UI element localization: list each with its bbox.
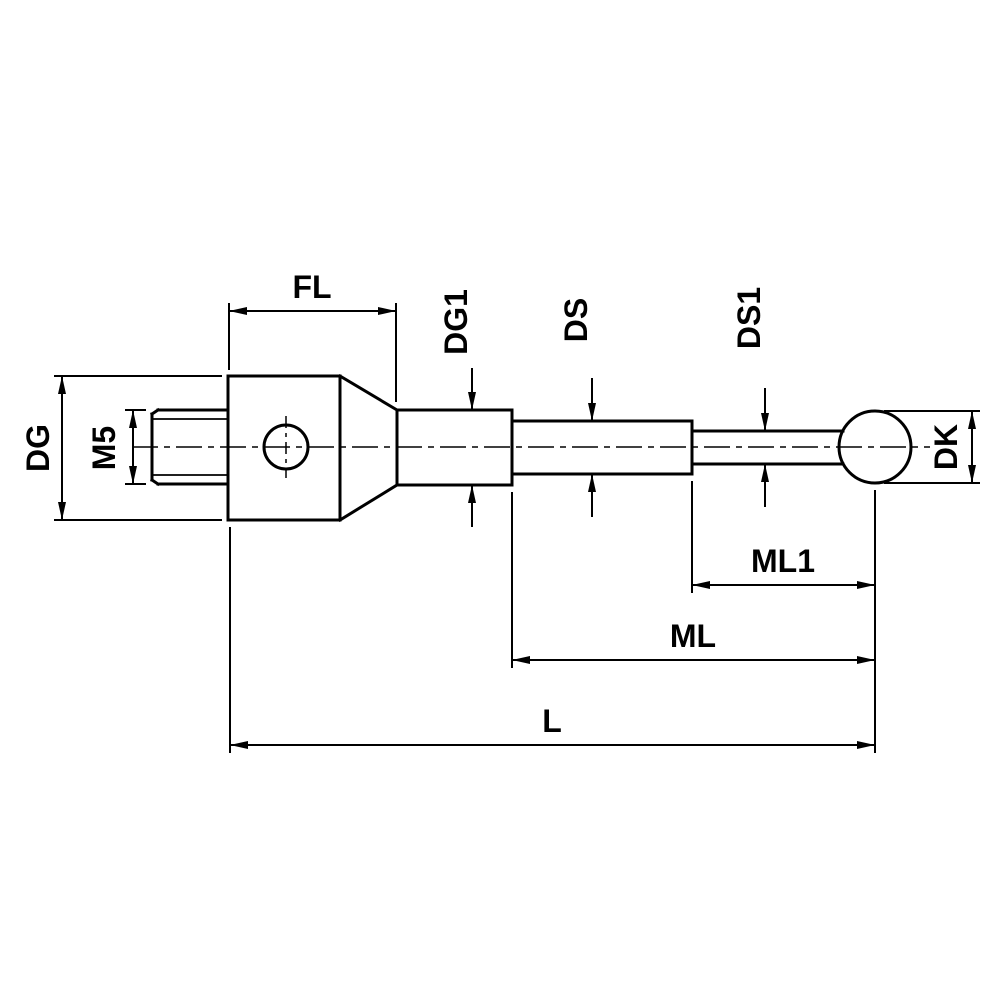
dimension-l: L <box>229 527 875 753</box>
dim-label-dg: DG <box>20 424 56 472</box>
dimension-ds1: DS1 <box>731 287 769 507</box>
dim-label-fl: FL <box>292 269 331 305</box>
dimension-ml1: ML1 <box>691 481 875 593</box>
dim-label-ds1: DS1 <box>731 287 767 349</box>
taper-top-edge <box>337 373 400 413</box>
dim-label-m5: M5 <box>86 426 122 470</box>
stylus-outline <box>132 373 930 523</box>
dim-label-l: L <box>542 703 562 739</box>
dim-label-dk: DK <box>928 424 964 470</box>
dimension-dk: DK <box>884 410 980 484</box>
dim-label-ds: DS <box>558 298 594 342</box>
dimension-ml: ML <box>511 492 875 668</box>
dim-label-dg1: DG1 <box>438 289 474 355</box>
dimension-dg1: DG1 <box>438 289 476 527</box>
dimension-ds: DS <box>558 298 596 517</box>
holder-body <box>226 374 342 522</box>
taper-bottom-edge <box>337 482 400 523</box>
dimension-dg: DG <box>20 375 222 521</box>
dimension-m5: M5 <box>86 409 146 485</box>
taper-neck <box>337 373 400 523</box>
dimension-fl: FL <box>228 269 397 402</box>
dim-label-ml1: ML1 <box>751 543 815 579</box>
dim-label-ml: ML <box>670 618 716 654</box>
